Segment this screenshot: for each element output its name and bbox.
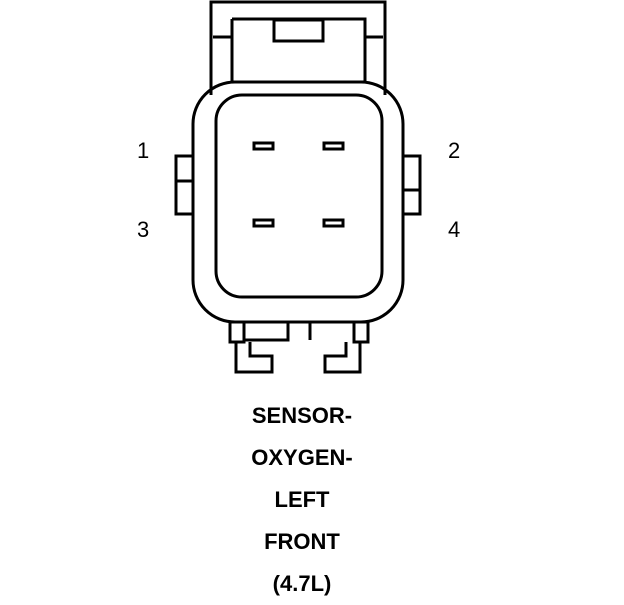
top-latch xyxy=(209,0,387,95)
right-side-tabs xyxy=(403,154,422,216)
terminal-slots xyxy=(252,141,345,228)
connector-body-outer xyxy=(191,80,405,324)
pin-label-1: 1 xyxy=(137,138,149,163)
terminal-slot-3 xyxy=(252,218,275,228)
terminal-slot-2 xyxy=(322,141,345,151)
bottom-latch xyxy=(228,320,370,374)
pin-label-2: 2 xyxy=(448,138,460,163)
terminal-slot-4 xyxy=(322,218,345,228)
connector-face xyxy=(214,93,384,299)
pin-label-4: 4 xyxy=(448,217,460,242)
pin-label-3: 3 xyxy=(137,217,149,242)
caption-line-2: OXYGEN- xyxy=(251,445,353,470)
caption-line-1: SENSOR- xyxy=(251,403,353,428)
connector-caption: SENSOR- OXYGEN- LEFT FRONT (4.7L) xyxy=(0,395,604,605)
terminal-slot-1 xyxy=(252,141,275,151)
left-side-tabs xyxy=(174,154,193,216)
caption-line-4: FRONT xyxy=(264,529,340,554)
caption-line-5: (4.7L) xyxy=(272,571,332,596)
caption-line-3: LEFT xyxy=(274,487,330,512)
